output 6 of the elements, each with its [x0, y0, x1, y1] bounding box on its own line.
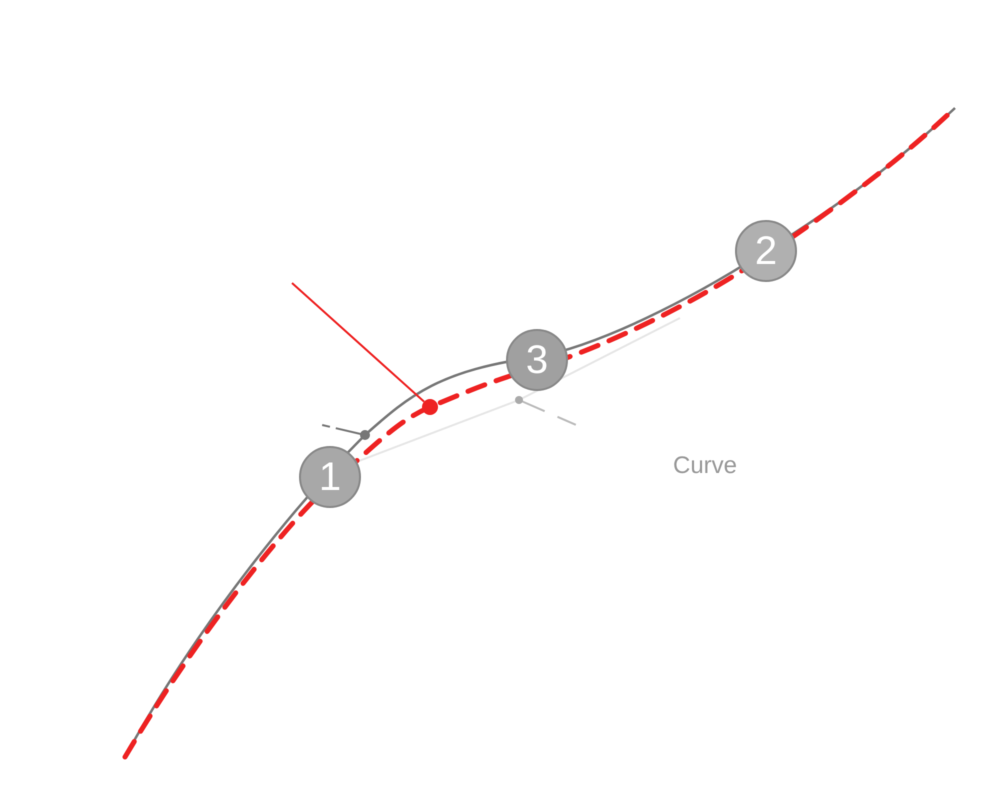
- anchor-dot: [422, 399, 438, 415]
- number-circle: 2: [735, 220, 797, 282]
- curve-label: Curve: [673, 452, 738, 480]
- number-circle: 1: [299, 446, 361, 508]
- leader-line: [291, 282, 425, 402]
- number-circle: 3: [506, 329, 568, 391]
